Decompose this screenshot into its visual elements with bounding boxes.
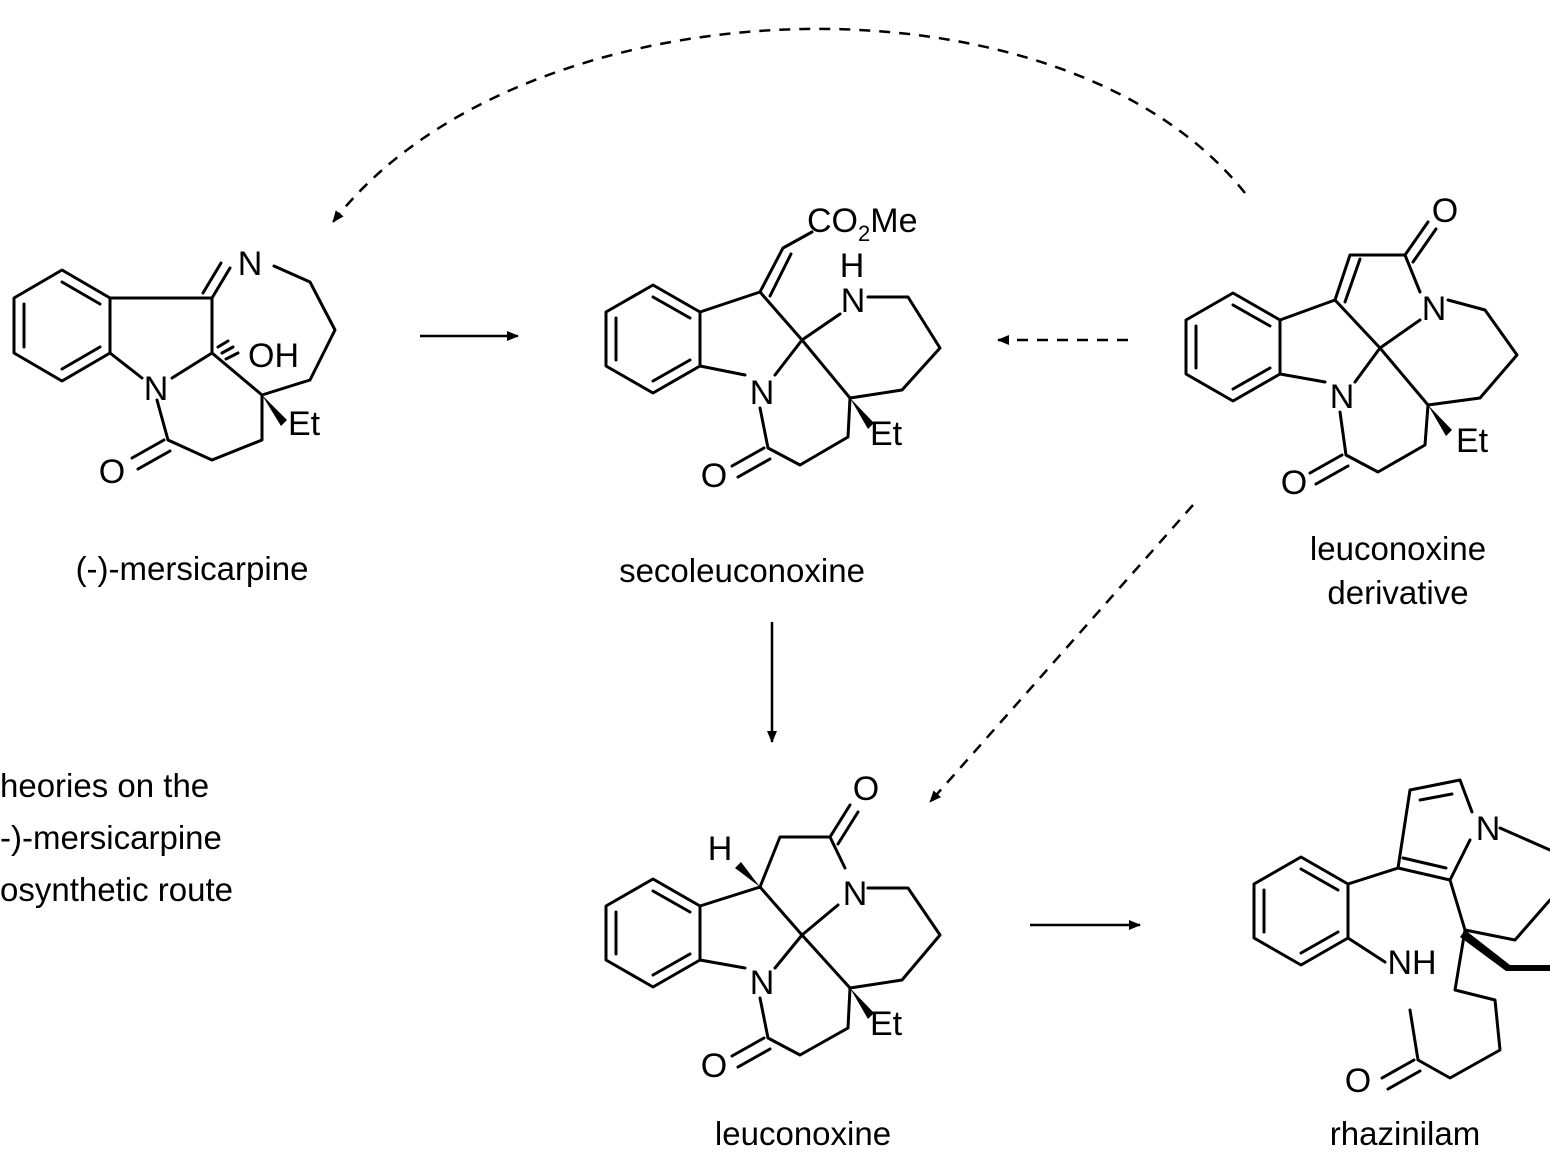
leuconoxine-derivative-structure: N N O Et O xyxy=(1184,192,1519,502)
secoleuconoxine-ester-group: CO2Me xyxy=(807,202,917,246)
rhazinilam-o-atom: O xyxy=(1345,1062,1371,1100)
leuconoxine-derivative-o-atom: O xyxy=(1281,464,1307,502)
secoleuconoxine-h-atom: H xyxy=(840,247,865,285)
leuconoxine-indole-n-atom: N xyxy=(750,964,775,1002)
secoleuconoxine-nh-n-atom: N xyxy=(841,282,866,320)
leuconoxine-et-group: Et xyxy=(870,1005,903,1043)
leuconoxine-o-atom: O xyxy=(701,1047,727,1085)
mersicarpine-et-group: Et xyxy=(288,405,321,443)
leuconoxine-derivative-indole-n-atom: N xyxy=(1330,378,1355,416)
note-line-3: osynthetic route xyxy=(0,871,233,908)
note-line-2: -)-mersicarpine xyxy=(0,819,222,856)
secoleuconoxine-structure: N H N Et O CO2Me xyxy=(604,202,942,495)
leuconoxine-derivative-label-line1: leuconoxine xyxy=(1310,530,1486,567)
mersicarpine-n-atom: N xyxy=(144,370,169,408)
rhazinilam-label: rhazinilam xyxy=(1330,1115,1480,1152)
dashed-arrow-derivative-to-leuconoxine xyxy=(929,504,1194,803)
secoleuconoxine-n-atom: N xyxy=(750,374,775,412)
rhazinilam-nh-group: NH xyxy=(1387,944,1436,982)
secoleuconoxine-label: secoleuconoxine xyxy=(619,552,865,589)
leuconoxine-h-atom: H xyxy=(708,830,733,868)
note-line-1: heories on the xyxy=(0,767,209,804)
leuconoxine-derivative-lactam-n-atom: N xyxy=(1422,290,1447,328)
leuconoxine-label: leuconoxine xyxy=(715,1115,891,1152)
leuconoxine-derivative-top-o-atom: O xyxy=(1432,192,1458,230)
mersicarpine-oh-group: OH xyxy=(248,337,299,375)
rhazinilam-pyrrole-n-atom: N xyxy=(1476,810,1501,848)
leuconoxine-derivative-et-group: Et xyxy=(1456,422,1489,460)
mersicarpine-structure: N N OH Et O xyxy=(12,245,337,491)
rhazinilam-structure: N NH O xyxy=(1252,778,1550,1100)
leuconoxine-top-o-atom: O xyxy=(853,770,879,808)
secoleuconoxine-o-atom: O xyxy=(701,457,727,495)
leuconoxine-structure: N N O H Et O xyxy=(604,770,942,1085)
secoleuconoxine-et-group: Et xyxy=(870,415,903,453)
leuconoxine-lactam-n-atom: N xyxy=(843,875,868,913)
leuconoxine-derivative-label-line2: derivative xyxy=(1327,574,1468,611)
mersicarpine-label: (-)-mersicarpine xyxy=(76,550,309,587)
dashed-curved-arrow-derivative-to-mersicarpine xyxy=(332,27,1246,223)
mersicarpine-o-atom: O xyxy=(99,453,125,491)
mersicarpine-imine-n-atom: N xyxy=(238,245,263,283)
